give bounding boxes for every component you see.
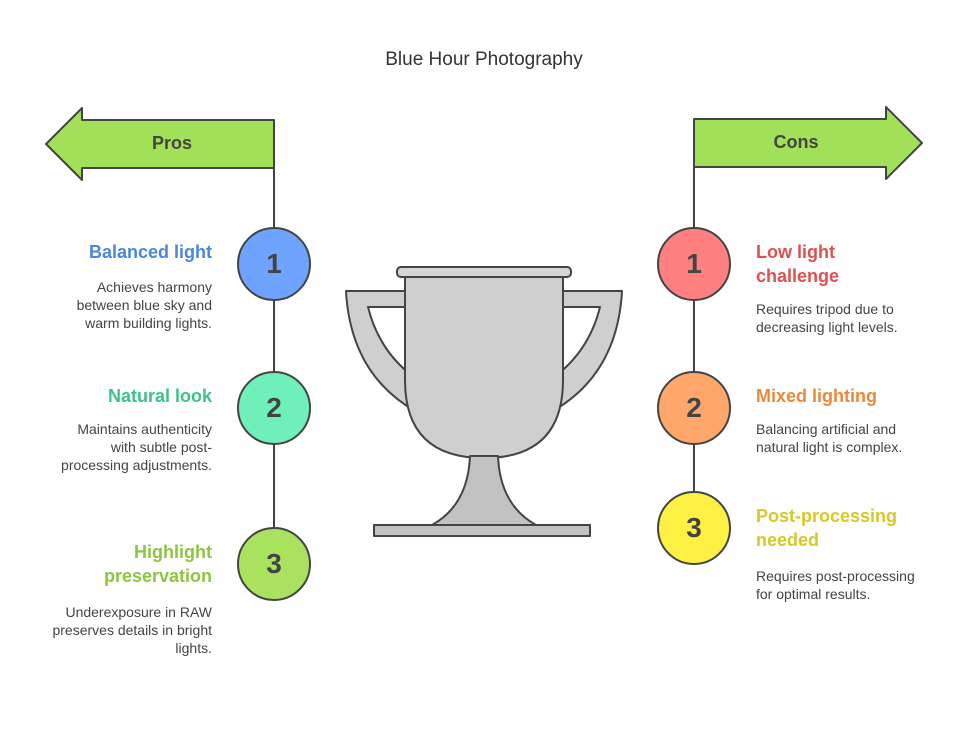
pros-circle-2 — [237, 371, 311, 445]
cons-number-1: 1 — [686, 248, 702, 279]
cons-number-2: 2 — [686, 392, 702, 423]
pros-heading-3: Highlight preservation — [103, 542, 212, 586]
pros-heading-2: Natural look — [107, 386, 212, 406]
pros-circle-3 — [237, 527, 311, 601]
cons-heading-2: Mixed lighting — [756, 386, 877, 406]
pros-heading-1: Balanced light — [88, 242, 212, 262]
pros-number-3: 3 — [266, 548, 282, 579]
cons-description-1: Requires tripod due to decreasing light … — [756, 301, 898, 335]
pros-description-1: Achieves harmony between blue sky and wa… — [76, 279, 212, 331]
pros-description-2: Maintains authenticity with subtle post-… — [61, 421, 212, 473]
cons-description-3: Requires post-processing for optimal res… — [756, 568, 915, 602]
cons-description-2: Balancing artificial and natural light i… — [756, 421, 903, 455]
pros-description-3: Underexposure in RAW preserves details i… — [52, 604, 212, 656]
cons-heading-3: Post-processing needed — [756, 506, 898, 550]
cons-circle-2 — [657, 371, 731, 445]
cons-label: Cons — [773, 132, 819, 152]
pros-number-2: 2 — [266, 392, 282, 423]
pros-number-1: 1 — [266, 248, 282, 279]
cons-heading-1: Low light challenge — [756, 242, 840, 286]
trophy-icon — [345, 266, 623, 537]
cons-circle-1 — [657, 227, 731, 301]
pros-circle-1 — [237, 227, 311, 301]
cons-circle-3 — [657, 491, 731, 565]
page-title: Blue Hour Photography — [385, 49, 583, 70]
cons-number-3: 3 — [686, 512, 702, 543]
cons-arrow — [693, 106, 923, 180]
pros-arrow — [45, 107, 275, 181]
pros-label: Pros — [151, 133, 193, 153]
